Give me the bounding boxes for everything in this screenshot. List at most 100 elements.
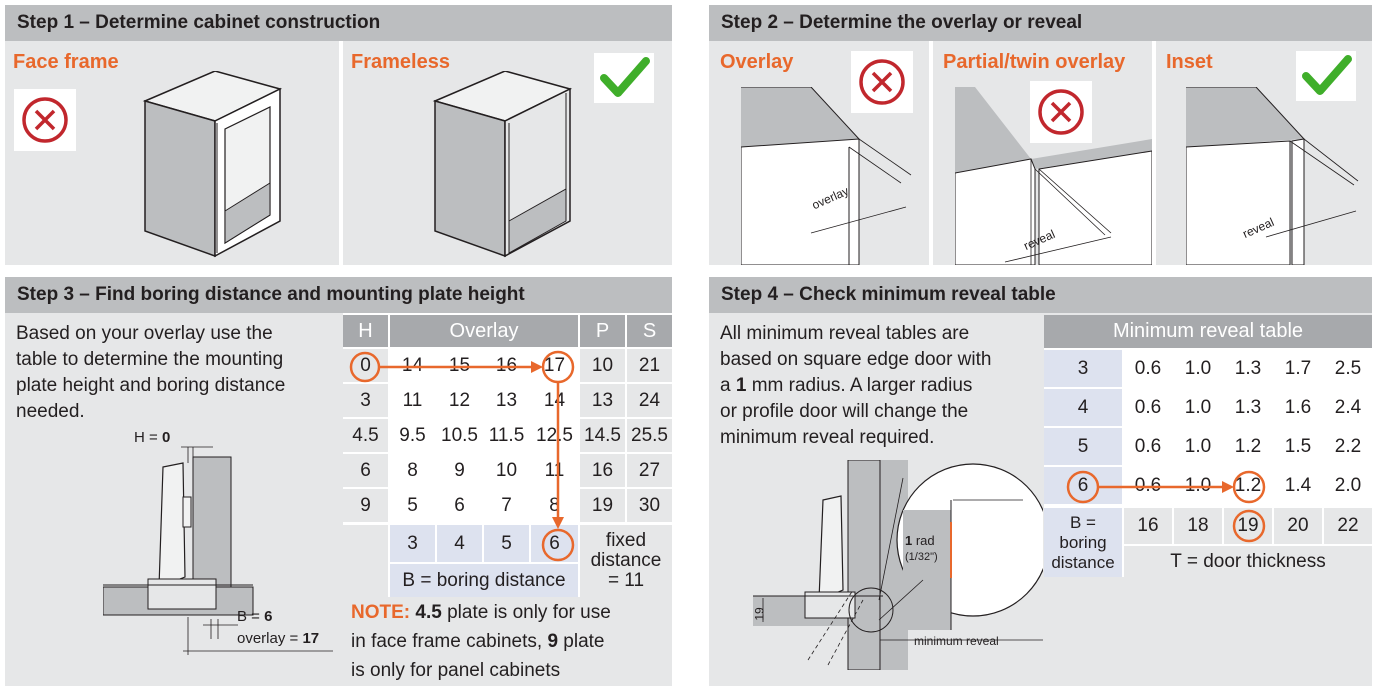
face-frame-section: Face frame [5, 41, 339, 265]
plate-height-cell: 9 [343, 489, 388, 522]
minimum-reveal-label: minimum reveal [914, 634, 999, 648]
reveal-value-cell: 1.7 [1274, 350, 1322, 387]
col-header-p: P [580, 315, 625, 347]
overlay-dim-label: overlay = [237, 630, 303, 647]
rad-fraction: (1/32") [905, 551, 938, 563]
hinge-drawing [103, 446, 333, 655]
reveal-table-header: Minimum reveal table [1044, 315, 1372, 348]
step3-intro-line: table to determine the mounting [16, 349, 284, 370]
ps-cell: 21 [627, 349, 672, 382]
reveal-value-cell: 0.6 [1124, 389, 1172, 426]
step3-intro-line: Based on your overlay use the [16, 323, 273, 344]
overlay-cell: 11 [531, 454, 578, 487]
overlay-cell: 14 [531, 384, 578, 417]
reveal-value-cell: 1.3 [1224, 350, 1272, 387]
face-frame-label: Face frame [13, 51, 119, 73]
ps-cell: 25.5 [627, 419, 672, 452]
ps-cell: 30 [627, 489, 672, 522]
checkmark-icon [1296, 51, 1356, 101]
overlay-cell: 5 [390, 489, 435, 522]
face-frame-cabinet-drawing [142, 71, 283, 258]
rad-label: 1 rad [905, 533, 935, 548]
overlay-dim-value: 17 [302, 630, 320, 647]
step3-arrows [349, 350, 575, 562]
overlay-cell: 9.5 [390, 419, 435, 452]
boring-distance-cell: 3 [390, 525, 435, 562]
boring-spacer [343, 525, 388, 597]
overlay-cell: 13 [484, 384, 529, 417]
reveal-value-cell: 1.6 [1274, 389, 1322, 426]
ps-cell: 19 [580, 489, 625, 522]
ps-cell: 10 [580, 349, 625, 382]
col-header-overlay: Overlay [390, 315, 578, 347]
cross-icon [14, 89, 76, 151]
reveal-value-cell: 2.4 [1324, 389, 1372, 426]
overlay-cell: 7 [484, 489, 529, 522]
step1-title: Step 1 – Determine cabinet construction [5, 5, 672, 41]
inset-section: Inset reveal [1156, 41, 1372, 265]
step3-note: NOTE: 4.5 plate is only for use in face … [351, 598, 671, 685]
reveal-drawing [753, 460, 1043, 670]
overlay-cell: 16 [484, 349, 529, 382]
overlay-label: Overlay [720, 51, 794, 73]
reveal-row-label: 4 [1044, 389, 1122, 426]
plate-height-cell: 6 [343, 454, 388, 487]
step1-panel: Step 1 – Determine cabinet construction … [5, 5, 672, 265]
b-label: B = [237, 608, 265, 625]
plate-height-cell: 4.5 [343, 419, 388, 452]
ps-cell: 16 [580, 454, 625, 487]
overlay-dimension: overlay = 17 [237, 630, 319, 647]
ps-cell: 14.5 [580, 419, 625, 452]
b-dimension: B = 6 [237, 608, 272, 625]
note-bold: 4.5 [415, 602, 442, 623]
door-thickness-cell: 22 [1324, 508, 1372, 544]
checkmark-icon [594, 53, 654, 103]
reveal-value-cell: 2.0 [1324, 467, 1372, 504]
ps-cell: 27 [627, 454, 672, 487]
note-text: plate [558, 631, 605, 652]
overlay-section: Overlay overlay [709, 41, 929, 265]
reveal-value-cell: 1.3 [1224, 389, 1272, 426]
reveal-value-cell: 1.0 [1174, 467, 1222, 504]
reveal-value-cell: 1.2 [1224, 428, 1272, 465]
note-line: is only for panel cabinets [351, 660, 561, 681]
overlay-cell: 8 [531, 489, 578, 522]
note-line: NOTE: 4.5 plate is only for use [351, 598, 671, 627]
step3-intro-line: needed. [16, 401, 85, 422]
reveal-value-cell: 0.6 [1124, 350, 1172, 387]
overlay-cell: 10.5 [437, 419, 482, 452]
door-thickness-label: T = door thickness [1124, 546, 1372, 577]
boring-distance-cell: 4 [437, 525, 482, 562]
fixed-line: = 11 [607, 570, 645, 591]
plate-height-cell: 3 [343, 384, 388, 417]
reveal-value-cell: 0.6 [1124, 467, 1172, 504]
note-line: in face frame cabinets, 9 plate [351, 627, 671, 656]
intro-text: mm radius. A larger radius [746, 375, 973, 396]
overlay-cell: 6 [437, 489, 482, 522]
col-header-s: S [627, 315, 672, 347]
rad-value: 1 [905, 533, 913, 548]
cross-icon [851, 51, 913, 113]
h-value: 0 [161, 429, 171, 446]
h-label: H = [134, 429, 162, 446]
ps-cell: 13 [580, 384, 625, 417]
reveal-row-label: 3 [1044, 350, 1122, 387]
step2-title: Step 2 – Determine the overlay or reveal [709, 5, 1372, 41]
reveal-value-cell: 1.4 [1274, 467, 1322, 504]
ps-cell: 24 [627, 384, 672, 417]
b-line: B = [1070, 512, 1096, 532]
b-line: distance [1051, 552, 1115, 572]
overlay-cell: 11 [390, 384, 435, 417]
door-thickness-cell: 20 [1274, 508, 1322, 544]
reveal-value-cell: 1.5 [1274, 428, 1322, 465]
step2-divider-2 [1152, 41, 1156, 265]
reveal-value-cell: 1.0 [1174, 428, 1222, 465]
step3-intro-line: plate height and boring distance [16, 375, 286, 396]
step2-panel: Step 2 – Determine the overlay or reveal… [709, 5, 1372, 265]
reveal-value-cell: 2.2 [1324, 428, 1372, 465]
reveal-value-cell: 2.5 [1324, 350, 1372, 387]
step4-intro-line: a 1 mm radius. A larger radius [720, 373, 1040, 399]
overlay-cell: 10 [484, 454, 529, 487]
frameless-label: Frameless [351, 51, 450, 73]
